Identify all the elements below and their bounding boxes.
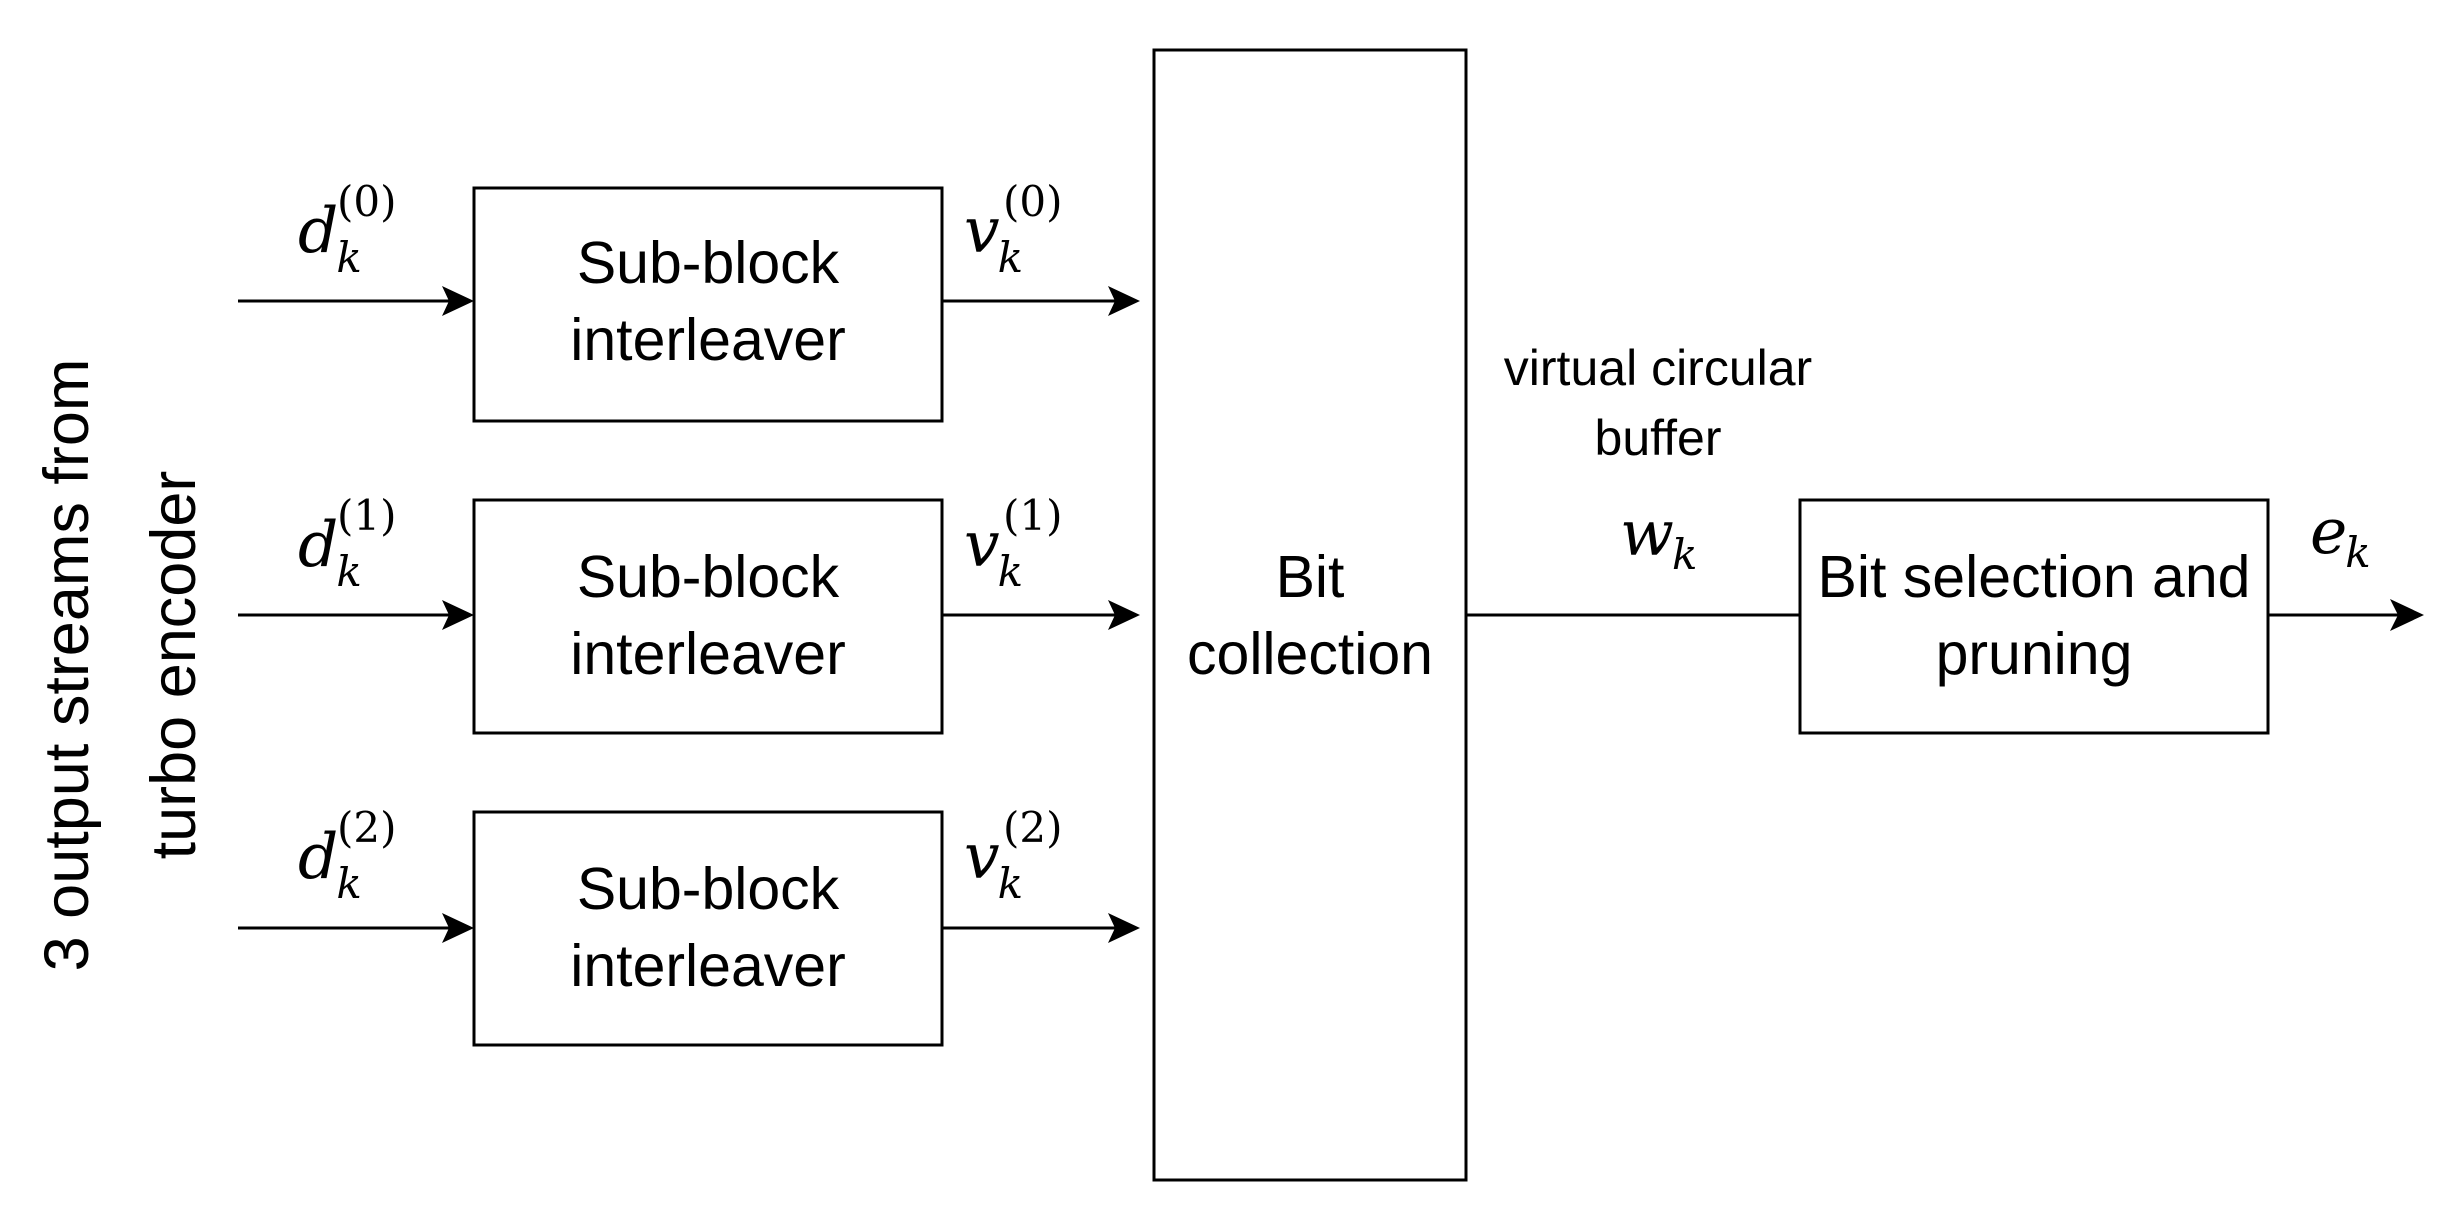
buffer-label-line1: virtual circular (1504, 340, 1812, 396)
stream-row-1: dk (1) Sub-block interleaver vk (1) (238, 491, 1140, 735)
bit-collection-block: Bit collection (1152, 48, 1468, 1182)
interleaved-signal-1-superscript: (1) (1003, 491, 1063, 540)
buffer-label-line2: buffer (1595, 410, 1722, 466)
bit-selection-box (1798, 498, 2270, 735)
input-signal-0-superscript: (0) (337, 177, 397, 226)
arrowhead-icon (442, 286, 474, 316)
buffer-signal: wk (1620, 497, 1697, 579)
sub-block-interleaver-0 (472, 186, 944, 423)
side-label: 3 output streams from turbo encoder (32, 359, 209, 972)
interleaver-0-line2: interleaver (570, 307, 845, 373)
bit-collection-line1: Bit (1276, 544, 1345, 610)
arrowhead-icon (2390, 599, 2424, 631)
bit-collection-box (1152, 48, 1468, 1182)
input-signal-1: dk (298, 508, 362, 596)
interleaved-signal-1: vk (964, 508, 1023, 596)
interleaver-1-line2: interleaver (570, 621, 845, 687)
stream-row-2: dk (2) Sub-block interleaver vk (2) (238, 803, 1140, 1047)
bit-collection-line2: collection (1187, 621, 1433, 687)
input-signal-2: dk (298, 820, 362, 908)
input-signal-2-superscript: (2) (337, 803, 397, 852)
buffer-connection: virtual circular buffer wk (1466, 340, 1812, 617)
interleaved-signal-0: vk (964, 194, 1023, 282)
interleaver-2-line2: interleaver (570, 933, 845, 999)
arrowhead-icon (1108, 286, 1140, 316)
bit-selection-block: Bit selection and pruning (1798, 498, 2270, 735)
output-connection: ek (2268, 495, 2424, 631)
bit-selection-line2: pruning (1936, 621, 2133, 687)
interleaved-signal-2: vk (964, 820, 1023, 908)
bit-selection-line1: Bit selection and (1818, 544, 2251, 610)
interleaver-2-line1: Sub-block (577, 856, 840, 922)
interleaver-0-line1: Sub-block (577, 230, 840, 296)
input-signal-0: dk (298, 194, 362, 282)
interleaved-signal-2-superscript: (2) (1003, 803, 1063, 852)
sub-block-interleaver-2 (472, 810, 944, 1047)
interleaver-1-line1: Sub-block (577, 544, 840, 610)
output-signal: ek (2310, 495, 2371, 577)
arrowhead-icon (1108, 600, 1140, 630)
arrowhead-icon (442, 600, 474, 630)
side-label-line2: turbo encoder (139, 471, 209, 860)
stream-row-0: dk (0) Sub-block interleaver vk (0) (238, 177, 1140, 423)
arrowhead-icon (442, 913, 474, 943)
sub-block-interleaver-1 (472, 498, 944, 735)
side-label-line1: 3 output streams from (32, 359, 102, 972)
interleaved-signal-0-superscript: (0) (1003, 177, 1063, 226)
input-signal-1-superscript: (1) (337, 491, 397, 540)
arrowhead-icon (1108, 913, 1140, 943)
